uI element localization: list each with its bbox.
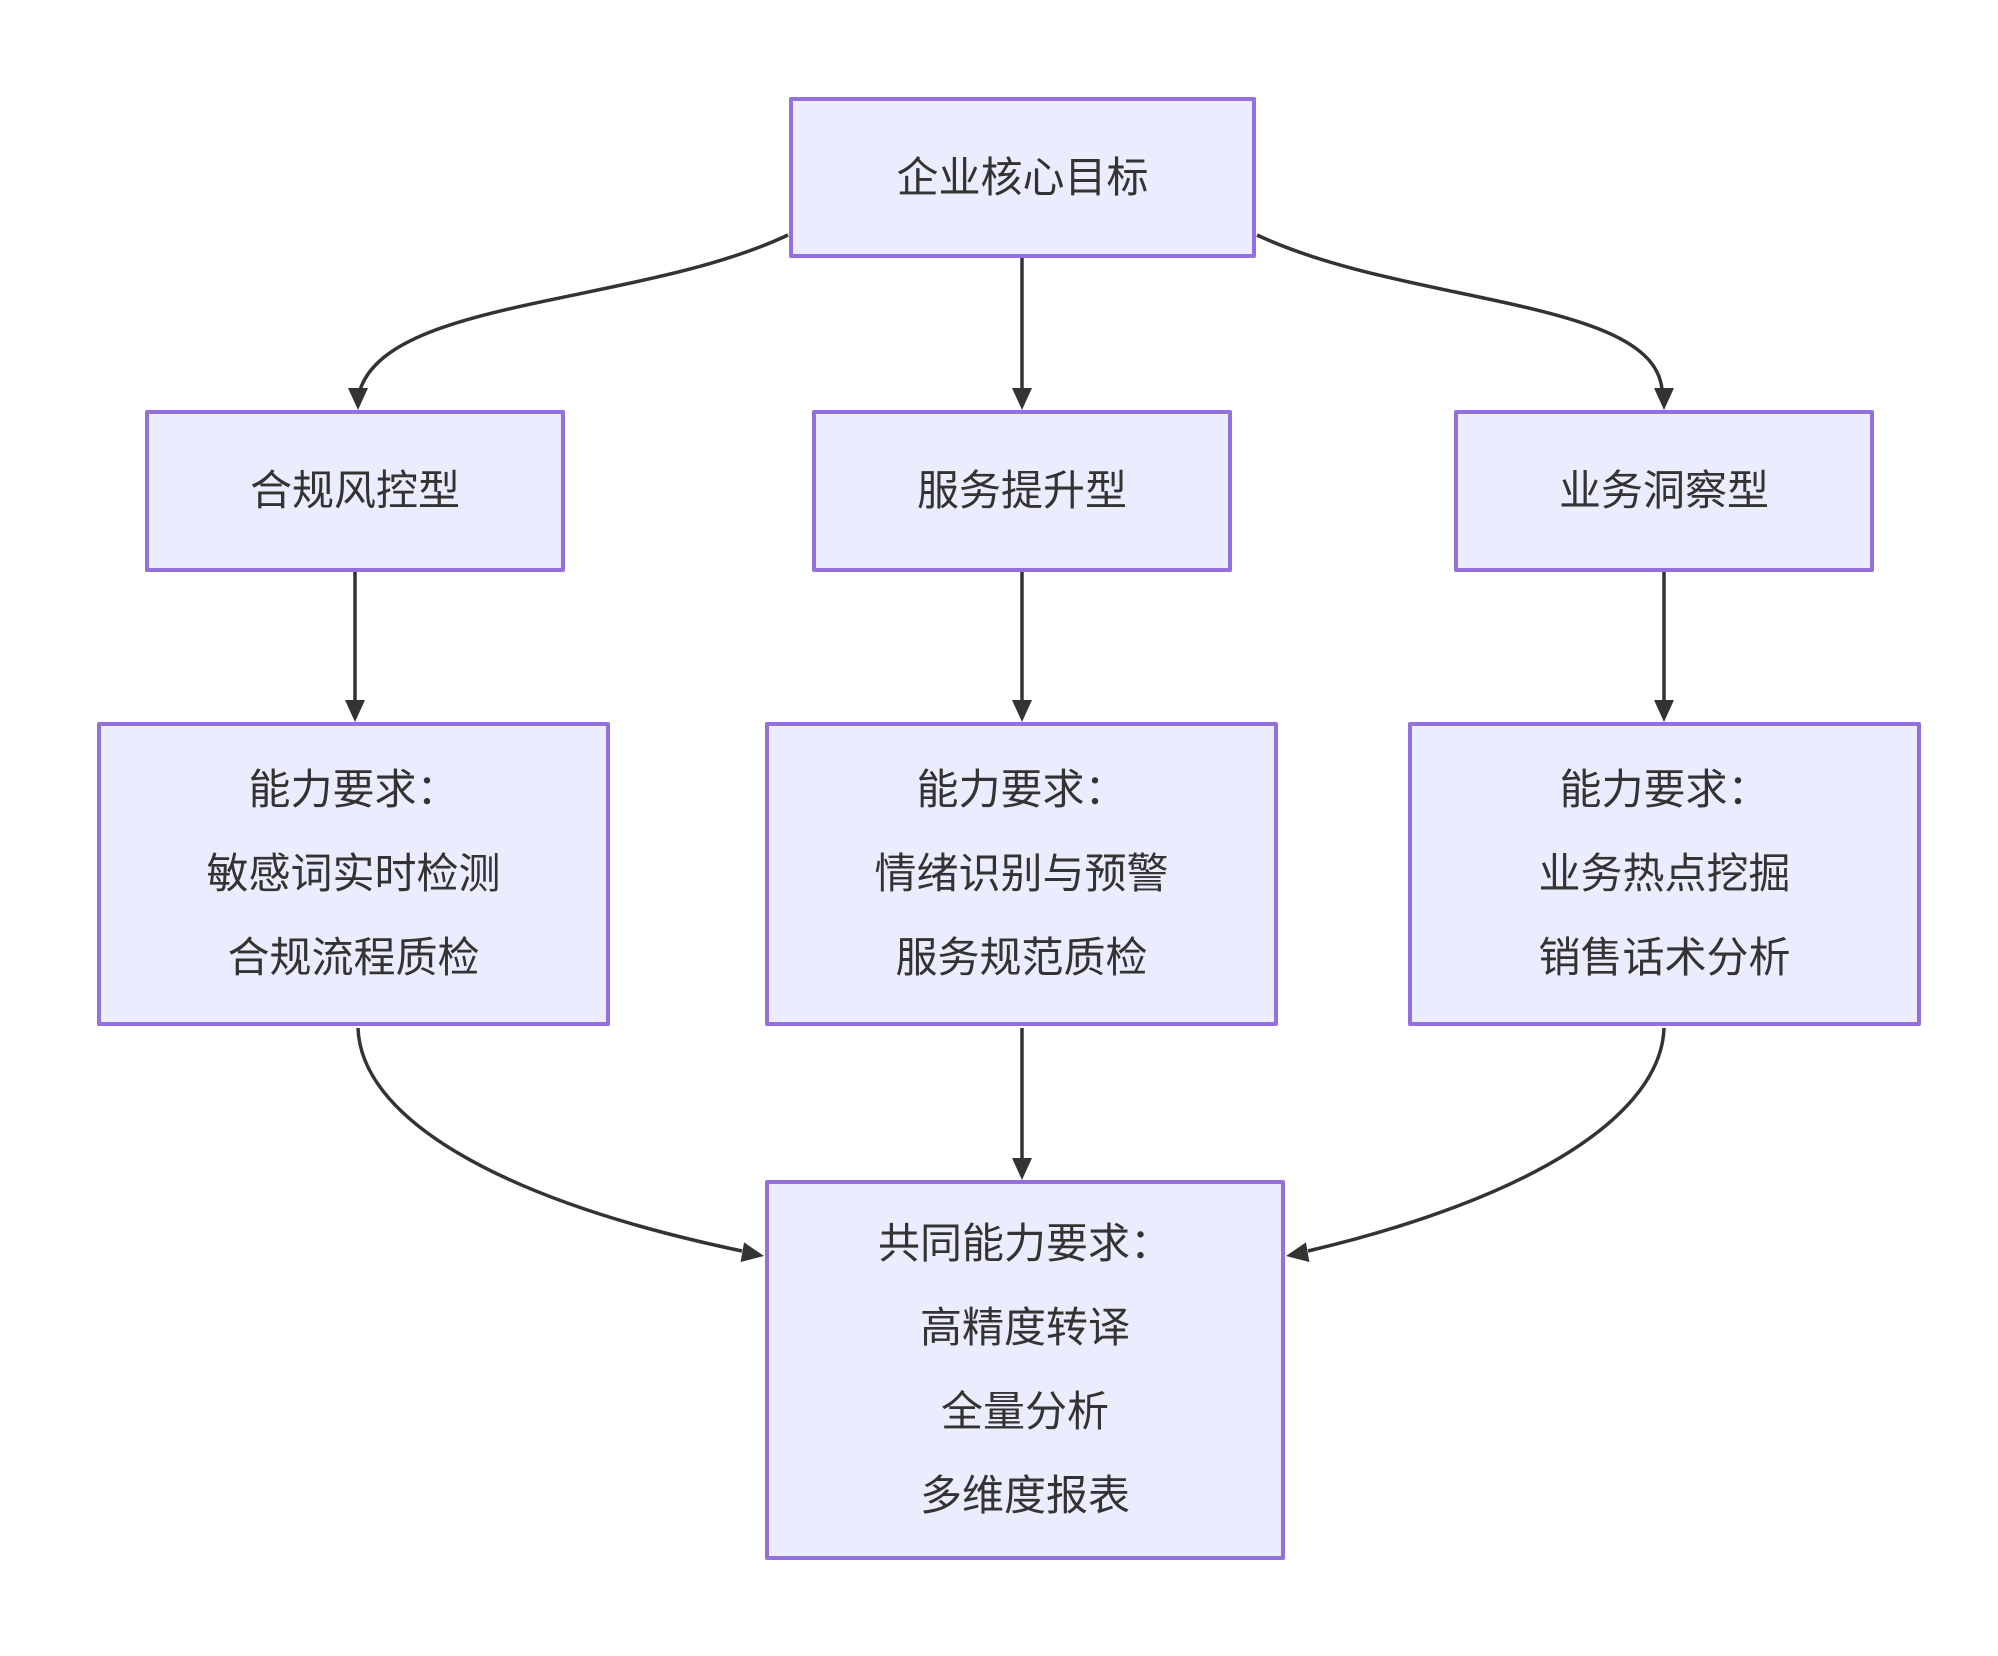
node-insight-capability-requirements: 能力要求： 业务热点挖掘 销售话术分析 xyxy=(1408,722,1921,1026)
node-line: 销售话术分析 xyxy=(1538,934,1791,981)
node-label: 企业核心目标 xyxy=(896,153,1149,201)
node-service-improvement-type: 服务提升型 xyxy=(812,410,1232,572)
node-line: 能力要求： xyxy=(248,766,459,813)
node-line: 共同能力要求： xyxy=(877,1220,1172,1267)
node-line: 敏感词实时检测 xyxy=(206,850,501,897)
arrowhead-insight-common xyxy=(1286,1242,1310,1263)
node-line: 服务规范质检 xyxy=(895,934,1148,981)
node-line: 能力要求： xyxy=(916,766,1127,813)
node-line: 多维度报表 xyxy=(919,1472,1130,1519)
node-label: 服务提升型 xyxy=(916,467,1127,514)
node-line: 全量分析 xyxy=(940,1388,1109,1435)
edge-compliance-common xyxy=(356,1027,743,1253)
arrowhead-compliance-common xyxy=(740,1242,764,1263)
node-label: 合规风控型 xyxy=(249,467,460,514)
node-line: 合规流程质检 xyxy=(227,934,480,981)
arrowhead-compliance-req xyxy=(345,700,365,722)
arrowhead-root-insight xyxy=(1654,388,1674,410)
node-line: 高精度转译 xyxy=(919,1304,1130,1351)
arrowhead-service-common xyxy=(1012,1158,1032,1180)
arrowhead-service-req xyxy=(1012,700,1032,722)
edge-insight-common xyxy=(1307,1027,1666,1253)
node-enterprise-core-goal: 企业核心目标 xyxy=(789,97,1256,258)
node-service-capability-requirements: 能力要求： 情绪识别与预警 服务规范质检 xyxy=(765,722,1278,1026)
edge-root-compliance xyxy=(358,233,789,391)
node-label: 业务洞察型 xyxy=(1558,467,1769,514)
node-line: 业务热点挖掘 xyxy=(1538,850,1791,897)
node-line: 能力要求： xyxy=(1559,766,1770,813)
node-compliance-risk-type: 合规风控型 xyxy=(145,410,565,572)
node-compliance-capability-requirements: 能力要求： 敏感词实时检测 合规流程质检 xyxy=(97,722,610,1026)
edge-root-insight xyxy=(1256,233,1664,391)
node-line: 情绪识别与预警 xyxy=(874,850,1169,897)
node-business-insight-type: 业务洞察型 xyxy=(1454,410,1874,572)
arrowhead-insight-req xyxy=(1654,700,1674,722)
node-common-capability-requirements: 共同能力要求： 高精度转译 全量分析 多维度报表 xyxy=(765,1180,1285,1560)
arrowhead-root-service xyxy=(1012,388,1032,410)
arrowhead-root-compliance xyxy=(348,388,368,410)
